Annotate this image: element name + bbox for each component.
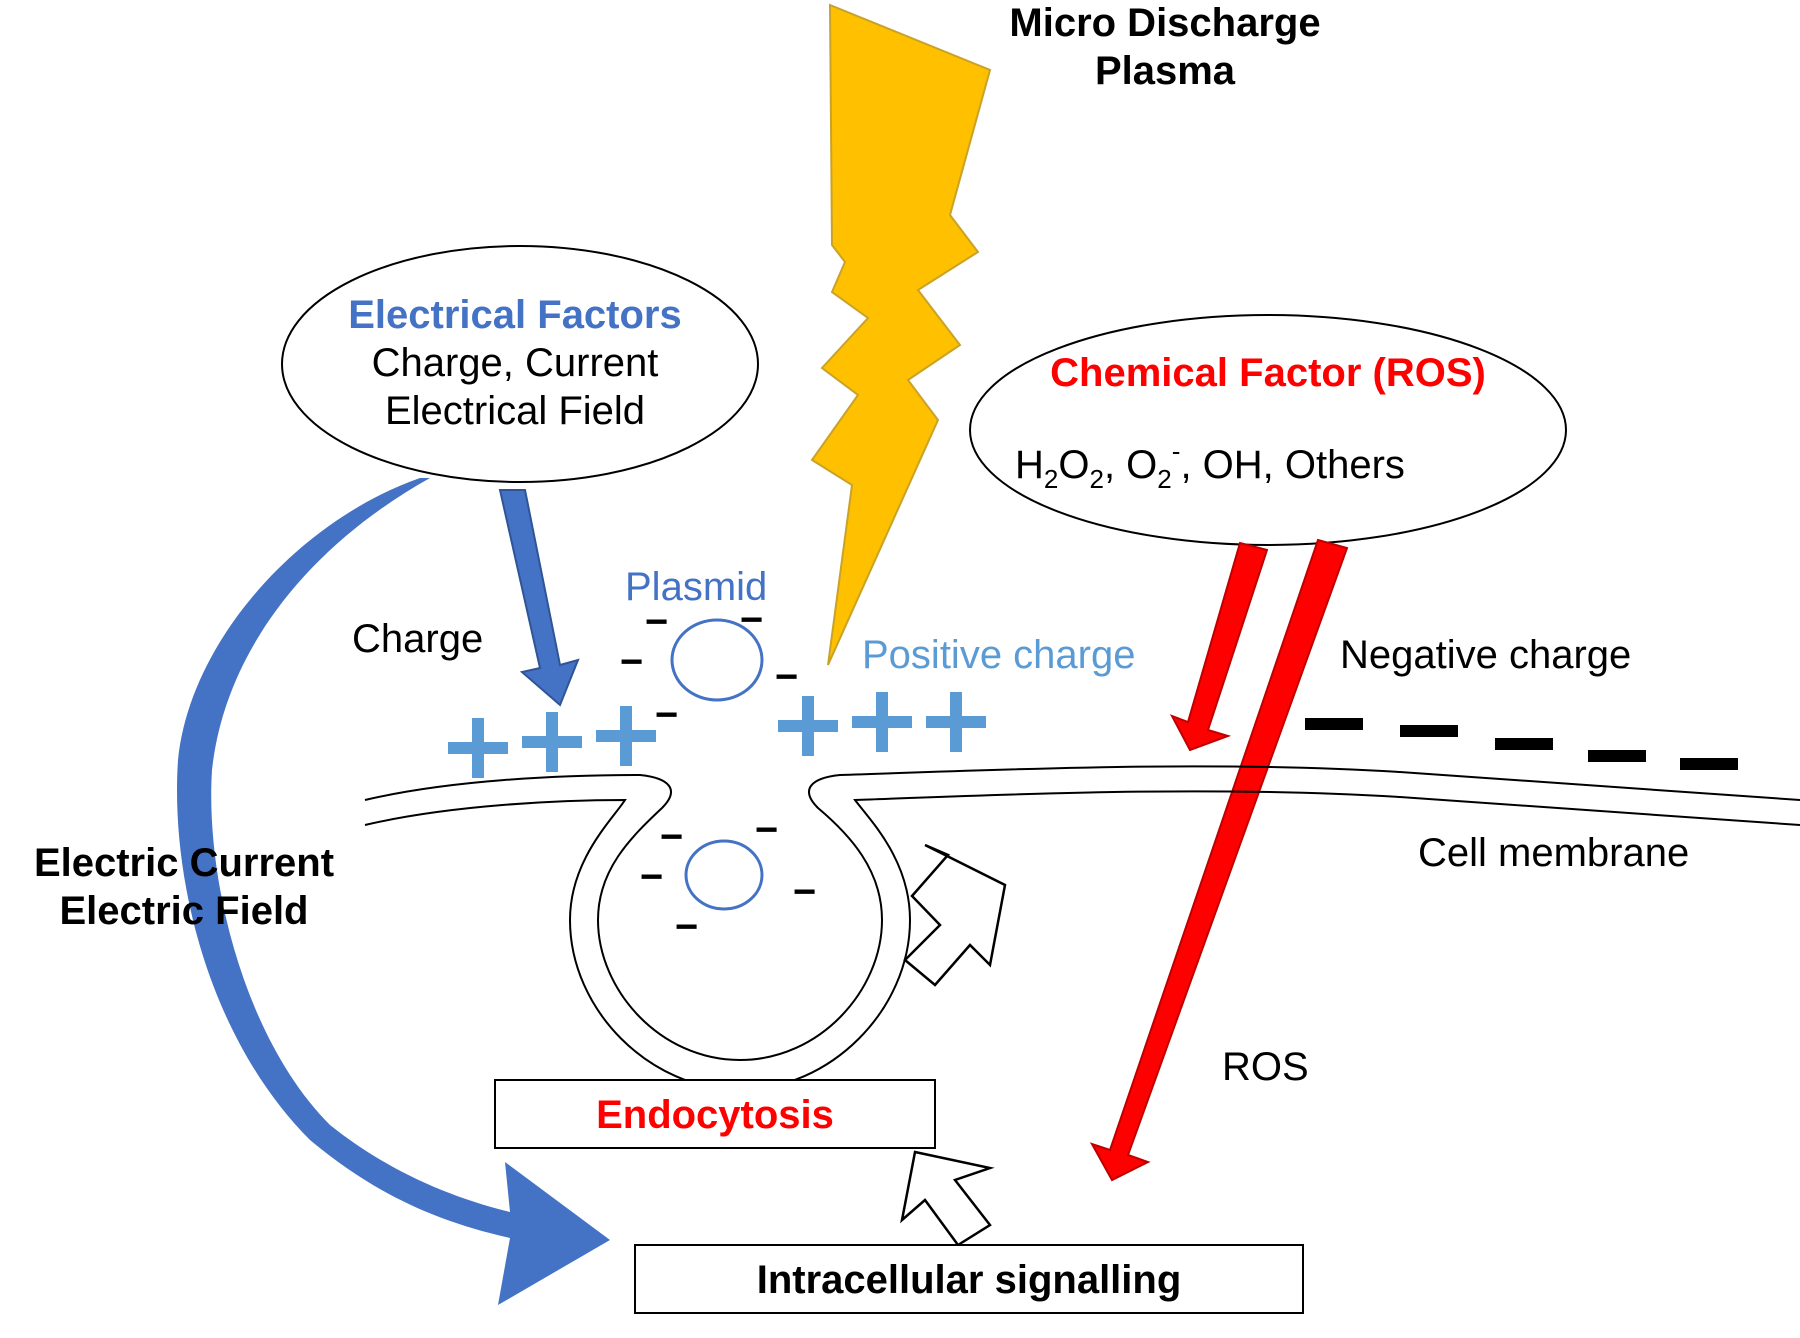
plus-symbol [802,696,814,756]
intracellular-signalling-label: Intracellular signalling [757,1258,1182,1302]
neg-charge-symbol: − [740,598,763,642]
neg-charge-symbol: − [660,815,683,859]
endocytosis-box [494,1079,936,1149]
cell-membrane-inner [364,790,1800,1092]
neg-charge-symbol: − [640,855,663,899]
minus-symbol [1400,725,1458,737]
positive-charge-label: Positive charge [862,633,1135,677]
electric-current-label: Electric Current [34,841,334,885]
plus-symbol [546,712,558,772]
neg-charge-symbol: − [655,693,678,737]
electrical-factors-ellipse [281,245,759,483]
plus-symbol [950,692,962,752]
neg-charge-symbol: − [620,640,643,684]
ros-species: H2O2, O2-, OH, Others [1015,436,1405,494]
ros-arrow-membrane [1169,541,1269,752]
charge-label: Charge [352,617,483,661]
neg-charge-symbol: − [793,870,816,914]
plus-symbol [876,692,888,752]
title-line-2: Plasma [1095,49,1236,93]
minus-symbol [1495,738,1553,750]
chemical-factor-heading: Chemical Factor (ROS) [1050,351,1486,395]
electric-current-arrow [177,478,610,1305]
electrical-factors-line-3: Electrical Field [385,389,645,433]
minus-symbol [1680,758,1738,770]
minus-symbol [1305,718,1363,730]
plus-symbol [472,718,484,778]
intracellular-signalling-box [634,1244,1304,1314]
plus-symbol [620,706,632,766]
minus-symbol [1588,750,1646,762]
neg-charge-symbol: − [645,600,668,644]
ros-label: ROS [1222,1045,1309,1089]
endocytosis-hollow-arrow [903,843,1007,987]
title-line-1: Micro Discharge [1009,1,1320,45]
plasmid-inside [684,839,764,911]
electric-field-label: Electric Field [60,889,309,933]
chemical-factor-ellipse [969,314,1567,546]
neg-charge-symbol: − [775,655,798,699]
neg-charge-symbol: − [755,808,778,852]
charge-arrow [498,489,580,707]
plasmid-outside [670,618,764,702]
cell-membrane [364,765,1800,1062]
negative-charge-label: Negative charge [1340,633,1631,677]
plasmid-label: Plasmid [625,565,767,609]
neg-charge-symbol: − [675,905,698,949]
electrical-factors-line-2: Charge, Current [372,341,659,385]
cell-membrane-label: Cell membrane [1418,831,1689,875]
negative-charges-membrane [1305,718,1738,770]
positive-charges [448,692,986,778]
endocytosis-label: Endocytosis [596,1093,834,1137]
lightning-bolt-icon [810,3,992,666]
electrical-factors-heading: Electrical Factors [348,293,682,337]
signalling-hollow-arrow [900,1150,995,1247]
ros-arrow-signalling [1089,538,1349,1182]
